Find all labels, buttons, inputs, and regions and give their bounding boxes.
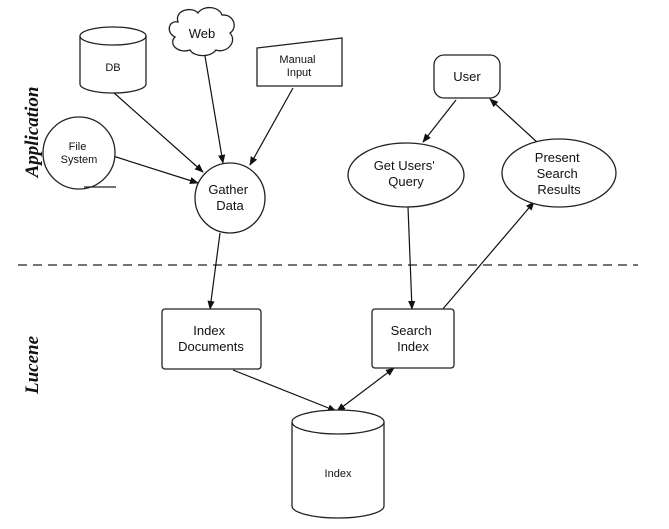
edge-searchindex-to-results [441,201,535,311]
web-node: Web [168,6,235,57]
web-label: Web [189,26,216,41]
edge-results-to-user [489,98,539,144]
edge-filesystem-to-gather [112,155,199,184]
search-index-node: Search Index [371,308,455,369]
edge-web-to-gather [204,55,226,164]
db-label: DB [105,62,120,74]
search-index-label: Search Index [391,323,436,354]
user-label: User [453,69,481,84]
get-users-query-label: Get Users' Query [374,158,439,189]
file-system-label: File System [61,141,98,166]
get-users-query-node: Get Users' Query [347,142,465,208]
edge-searchindex-index [336,367,395,412]
db-node: DB [79,26,147,94]
edge-indexdocs-to-index [232,369,337,412]
manual-input-node: Manual Input [256,37,343,87]
edge-gather-to-indexdocs [207,232,221,310]
gather-data-node: Gather Data [194,162,266,234]
index-storage-label: Index [325,468,352,480]
user-node: User [433,54,501,99]
index-documents-label: Index Documents [178,323,244,354]
edge-user-to-query [422,99,457,143]
edge-query-to-searchindex [407,206,416,310]
edge-manual-to-gather [249,87,294,166]
manual-input-label: Manual Input [279,54,318,79]
index-storage-node: Index [291,409,385,519]
present-search-results-node: Present Search Results [501,138,617,208]
present-search-results-label: Present Search Results [535,150,583,197]
edges [112,55,539,412]
lucene-section-label: Lucene [22,335,43,395]
application-section-label: Application [22,87,43,179]
edge-db-to-gather [112,91,204,173]
file-system-node: File System [42,116,116,190]
gather-data-label: Gather Data [208,182,251,213]
index-documents-node: Index Documents [161,308,262,370]
